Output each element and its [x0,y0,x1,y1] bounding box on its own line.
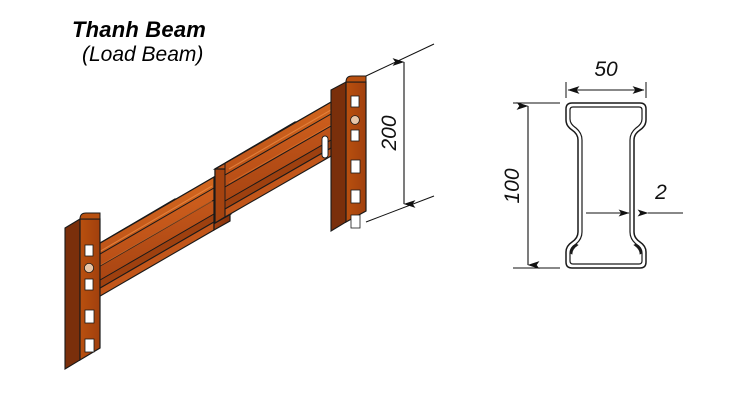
left-connector-hole [84,262,95,273]
section-hem-left [569,243,579,255]
page-title: Thanh Beam [72,17,207,42]
left-connector-side-face [64,218,81,370]
dimension-2: 2 [586,181,683,217]
beam-right-top-edge [214,93,346,170]
beam-left-top-edge [94,176,215,247]
dim-100-text: 100 [501,168,524,203]
right-connector-slot-3 [350,159,361,174]
dim-200-ext-top [365,43,435,77]
left-connector-slot-3 [84,309,95,324]
dimension-100: 100 [501,102,560,269]
left-connector-slot-4 [84,338,95,353]
dimension-50: 50 [565,58,647,98]
beam-left-highlight-1 [98,185,213,253]
right-connector-hole [350,115,360,125]
beam-right-highlight-1 [228,102,344,170]
left-connector-slot-2 [84,278,94,291]
right-connector-slot-4 [350,189,361,204]
beam-right-highlight-2 [228,117,344,184]
dim-50-text: 50 [594,58,618,81]
right-connector-slot-2 [350,129,360,142]
beam-left-segment [92,176,217,300]
dim-200-ext-bottom [365,195,435,223]
title-block: Thanh Beam (Load Beam) [72,18,312,67]
beam-left-highlight-2 [98,200,213,267]
right-connector-slot-5 [350,214,361,229]
section-outer-wall [565,102,647,269]
cross-section-view: 50 100 2 [501,58,683,269]
beam-right-segment [212,93,348,225]
dim-2-text: 2 [654,181,667,204]
isometric-view: 200 [64,43,435,370]
section-inner-wall [569,106,643,265]
right-connector-top-cap [345,75,367,83]
page-subtitle: (Load Beam) [82,43,204,67]
right-connector-side-face [330,81,347,232]
left-end-connector [64,212,101,370]
dimension-200: 200 [365,43,435,223]
right-connector-slot-1 [350,95,360,108]
left-connector-slot-1 [84,244,94,257]
beam-web-slot [321,135,329,159]
left-connector-top-cap [79,212,101,220]
right-end-connector [330,75,367,232]
dim-200-text: 200 [378,115,401,151]
section-hem-right [633,243,643,255]
